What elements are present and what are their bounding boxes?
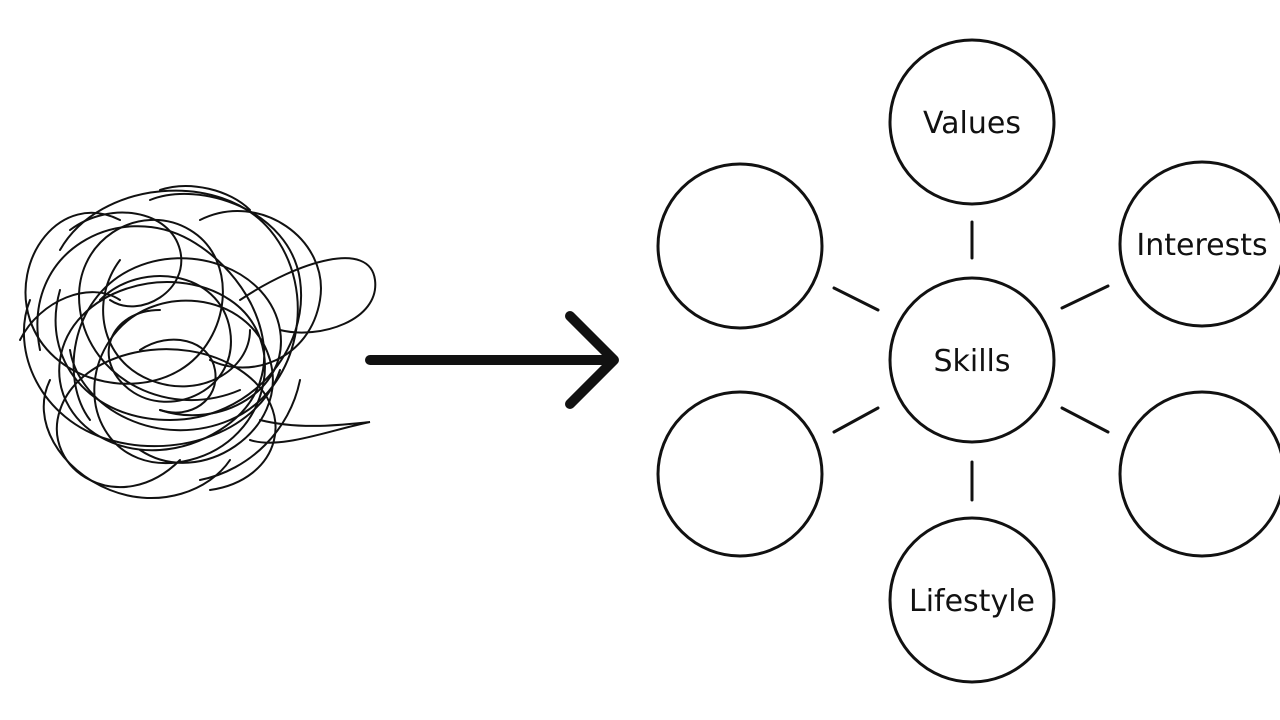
node-label-lifestyle: Lifestyle [909,584,1035,619]
spoke-left-upper-blank [832,286,880,312]
tangled-scribble-icon [19,185,377,499]
right-arrow-icon [365,311,619,409]
node-left-upper-blank [656,162,824,330]
hub-label: Skills [933,344,1010,379]
node-label-interests: Interests [1136,228,1267,263]
spoke-connectors [832,220,1110,502]
node-left-lower-blank [656,390,824,558]
node-right-blank [1118,390,1280,558]
node-interests: Interests [1118,160,1280,328]
hub-node-skills: Skills [888,276,1056,444]
spoke-right-blank [1060,406,1110,434]
node-label-values: Values [923,106,1021,141]
node-lifestyle: Lifestyle [888,516,1056,684]
spoke-left-lower-blank [832,406,880,434]
node-values: Values [888,38,1056,206]
spoke-interests [1060,284,1110,310]
